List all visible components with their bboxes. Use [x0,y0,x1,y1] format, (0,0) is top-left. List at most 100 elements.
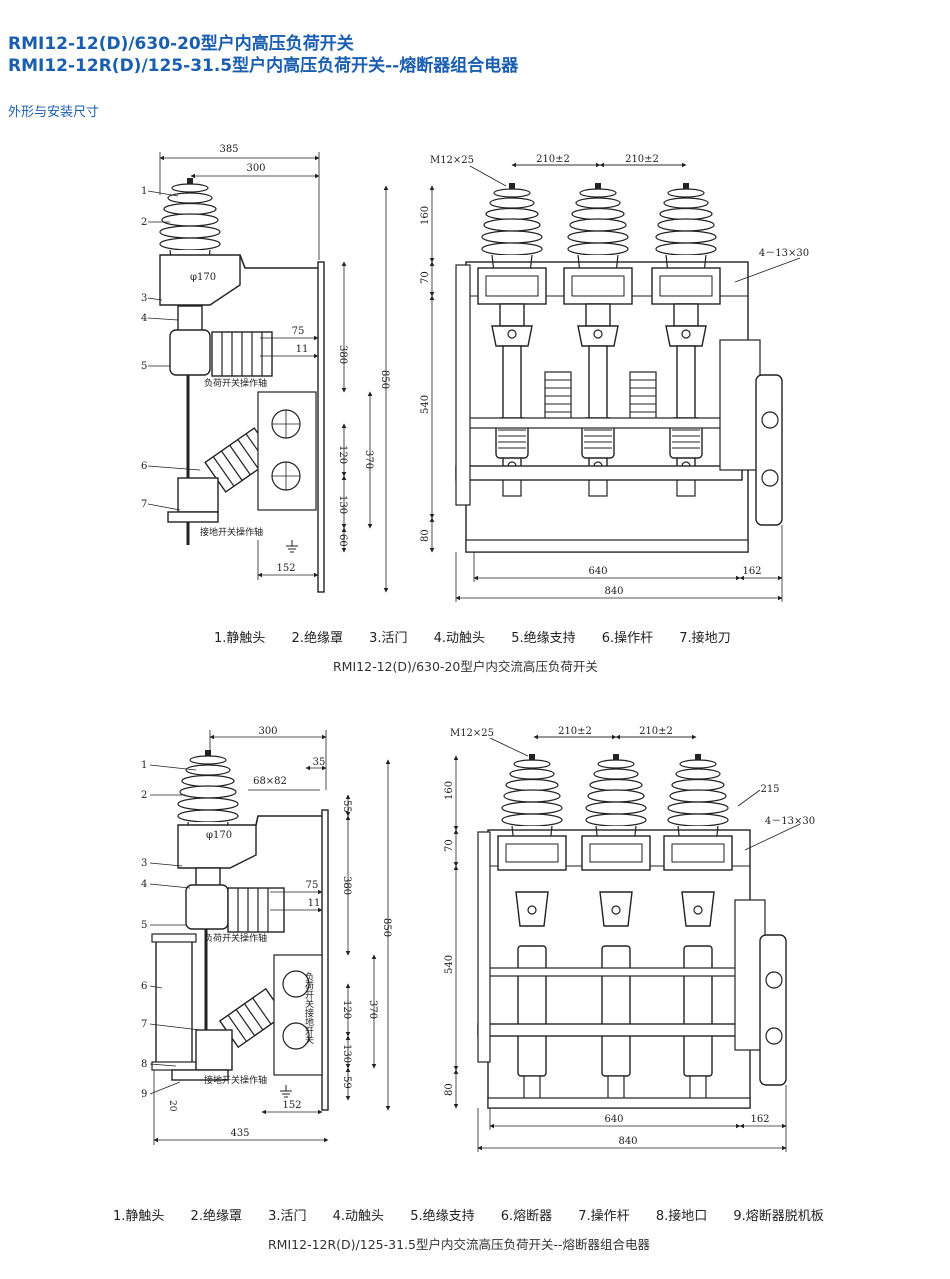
legend-item: 2.绝缘罩 [190,1209,242,1224]
figure1-side-view: 385 300 φ170 75 11 380 850 120 370 130 6… [141,144,390,593]
callout-6: 6 [141,981,147,992]
callout-3: 3 [141,293,147,304]
callout-2: 2 [141,790,147,801]
dim-120: 120 [341,1000,352,1019]
dim-59: 59 [341,1076,352,1089]
dim-11: 11 [308,898,321,909]
figure1-caption: RMI12-12(D)/630-20型户内交流高压负荷开关 [333,659,598,674]
dim-75: 75 [306,880,319,891]
dim-pitch-1: 210±2 [558,726,592,737]
legend-item: 2.绝缘罩 [291,631,343,646]
label-earth-shaft: 接地开关操作轴 [200,526,263,538]
legend-item: 6.熔断器 [500,1209,553,1224]
dim-pitch-1: 210±2 [536,154,570,165]
dim-holes: 4－13×30 [765,816,815,827]
dim-640: 640 [604,1114,623,1125]
dim-850: 850 [381,918,392,937]
dim-20: 20 [167,1100,177,1112]
label-earth-shaft: 接地开关操作轴 [204,1074,267,1086]
dim-640: 640 [588,566,607,577]
legend-item: 4.动触头 [433,631,486,646]
legend-item: 9.熔断器脱机板 [733,1209,824,1224]
dim-380: 380 [341,876,352,895]
callout-3: 3 [141,858,147,869]
callout-7: 7 [141,499,147,510]
dim-380: 380 [337,345,348,364]
legend-item: 7.操作杆 [578,1209,630,1224]
dim-bolt: M12×25 [450,728,494,739]
dim-370: 370 [367,1000,378,1019]
dim-70: 70 [444,839,455,852]
dim-840: 840 [604,586,623,597]
dim-300: 300 [258,726,277,737]
dim-60: 60 [337,534,348,547]
dim-162: 162 [742,566,761,577]
dim-diameter: φ170 [206,830,232,841]
callout-4: 4 [141,879,147,890]
callout-9: 9 [141,1089,147,1100]
legend-item: 6.操作杆 [601,631,654,646]
dim-162: 162 [750,1114,769,1125]
callout-1: 1 [141,186,147,197]
dim-540: 540 [420,395,431,414]
dim-160: 160 [420,206,431,225]
dim-160: 160 [444,781,455,800]
dim-130: 130 [337,495,348,514]
legend-item: 3.活门 [268,1209,307,1224]
legend-item: 7.接地刀 [679,631,731,646]
dim-80: 80 [420,529,431,542]
panel-text: 负荷开关接地开关 [303,971,314,1045]
dim-215: 215 [760,784,779,795]
dim-diameter: φ170 [190,272,216,283]
dim-pitch-2: 210±2 [639,726,673,737]
figure2-legend: 1.静触头 2.绝缘罩 3.活门 4.动触头 5.绝缘支持 6.熔断器 7.操作… [113,1205,846,1224]
legend-item: 5.绝缘支持 [511,631,576,646]
dim-152: 152 [282,1100,301,1111]
legend-item: 1.静触头 [113,1209,165,1224]
legend-item: 8.接地口 [655,1209,708,1224]
dim-bolt: M12×25 [430,155,474,166]
callout-1: 1 [141,760,147,771]
figure1-legend: 1.静触头 2.绝缘罩 3.活门 4.动触头 5.绝缘支持 6.操作杆 7.接地… [214,627,753,646]
callout-4: 4 [141,313,147,324]
figure2-side-view: 负荷开关接地开关 300 35 68×82 55 φ170 75 11 380 … [141,726,392,1145]
callout-5: 5 [141,361,147,372]
legend-item: 3.活门 [369,631,408,646]
dim-holes: 4－13×30 [759,248,809,259]
dim-55: 55 [341,800,352,813]
label-load-shaft: 负荷开关操作轴 [204,377,267,389]
dim-pitch-2: 210±2 [625,154,659,165]
figure2-caption: RMI12-12R(D)/125-31.5型户内交流高压负荷开关--熔断器组合电… [268,1237,650,1252]
dim-80: 80 [444,1083,455,1096]
dim-11: 11 [296,344,309,355]
section-heading: 外形与安装尺寸 [8,105,100,120]
legend-item: 4.动触头 [332,1209,385,1224]
dim-300: 300 [246,163,265,174]
dim-370: 370 [363,450,374,469]
page-title-secondary: RMI12-12R(D)/125-31.5型户内高压负荷开关--熔断器组合电器 [8,56,519,76]
callout-7: 7 [141,1019,147,1030]
figure1-front-view: M12×25 210±2 210±2 4－13×30 160 70 540 80… [420,154,809,602]
callout-2: 2 [141,217,147,228]
dim-70: 70 [420,271,431,284]
dim-120: 120 [337,445,348,464]
page-title: RMI12-12(D)/630-20型户内高压负荷开关 [8,34,354,54]
dim-850: 850 [379,370,390,389]
callout-6: 6 [141,461,147,472]
legend-item: 1.静触头 [214,631,266,646]
dim-152: 152 [276,563,295,574]
dim-35: 35 [313,757,326,768]
dim-385: 385 [219,144,238,155]
dim-435: 435 [230,1128,249,1139]
dim-130: 130 [341,1044,352,1063]
legend-item: 5.绝缘支持 [410,1209,475,1224]
label-load-shaft: 负荷开关操作轴 [204,932,267,944]
dim-840: 840 [618,1136,637,1147]
dim-75: 75 [292,326,305,337]
figure2-front-view: M12×25 210±2 210±2 215 4－13×30 160 70 54… [444,726,815,1152]
callout-5: 5 [141,920,147,931]
dim-hole: 68×82 [253,776,287,787]
callout-8: 8 [141,1059,147,1070]
dim-540: 540 [444,955,455,974]
